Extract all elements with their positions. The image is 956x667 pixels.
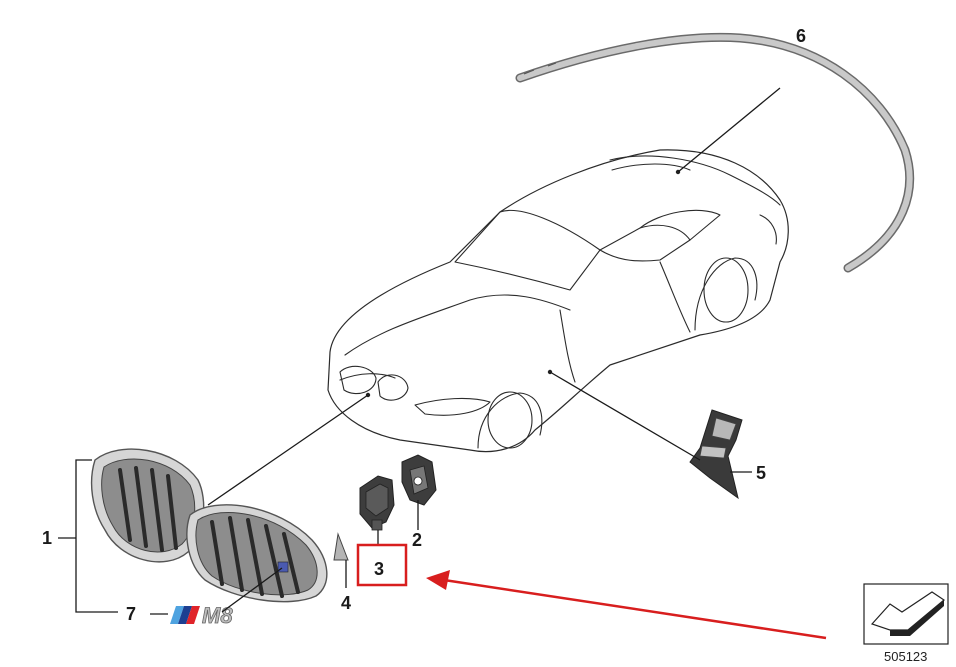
- corner-arrow-icon: [870, 591, 946, 636]
- kidney-grille[interactable]: [90, 448, 328, 603]
- reference-badge: 505123: [863, 583, 949, 664]
- callout-7[interactable]: 7: [126, 604, 136, 624]
- reference-number: 505123: [884, 649, 927, 664]
- holder-part-3[interactable]: [359, 475, 395, 531]
- cover-part-4[interactable]: [333, 532, 349, 561]
- callout-4[interactable]: 4: [341, 593, 351, 613]
- roof-trim-strip[interactable]: [515, 32, 915, 273]
- highlight-box: [356, 543, 408, 587]
- callout-6[interactable]: 6: [796, 26, 806, 46]
- m8-emblem[interactable]: M8: [170, 603, 234, 628]
- callout-5[interactable]: 5: [756, 463, 766, 483]
- corner-piece-part-5[interactable]: [689, 409, 743, 500]
- leader-lines: [58, 87, 781, 615]
- callout-2[interactable]: 2: [412, 530, 422, 550]
- red-arrow: [426, 570, 827, 640]
- callout-3[interactable]: 3: [374, 559, 384, 579]
- car-outline: [327, 149, 789, 453]
- callout-1[interactable]: 1: [42, 528, 52, 548]
- bracket-part-2[interactable]: [401, 454, 437, 506]
